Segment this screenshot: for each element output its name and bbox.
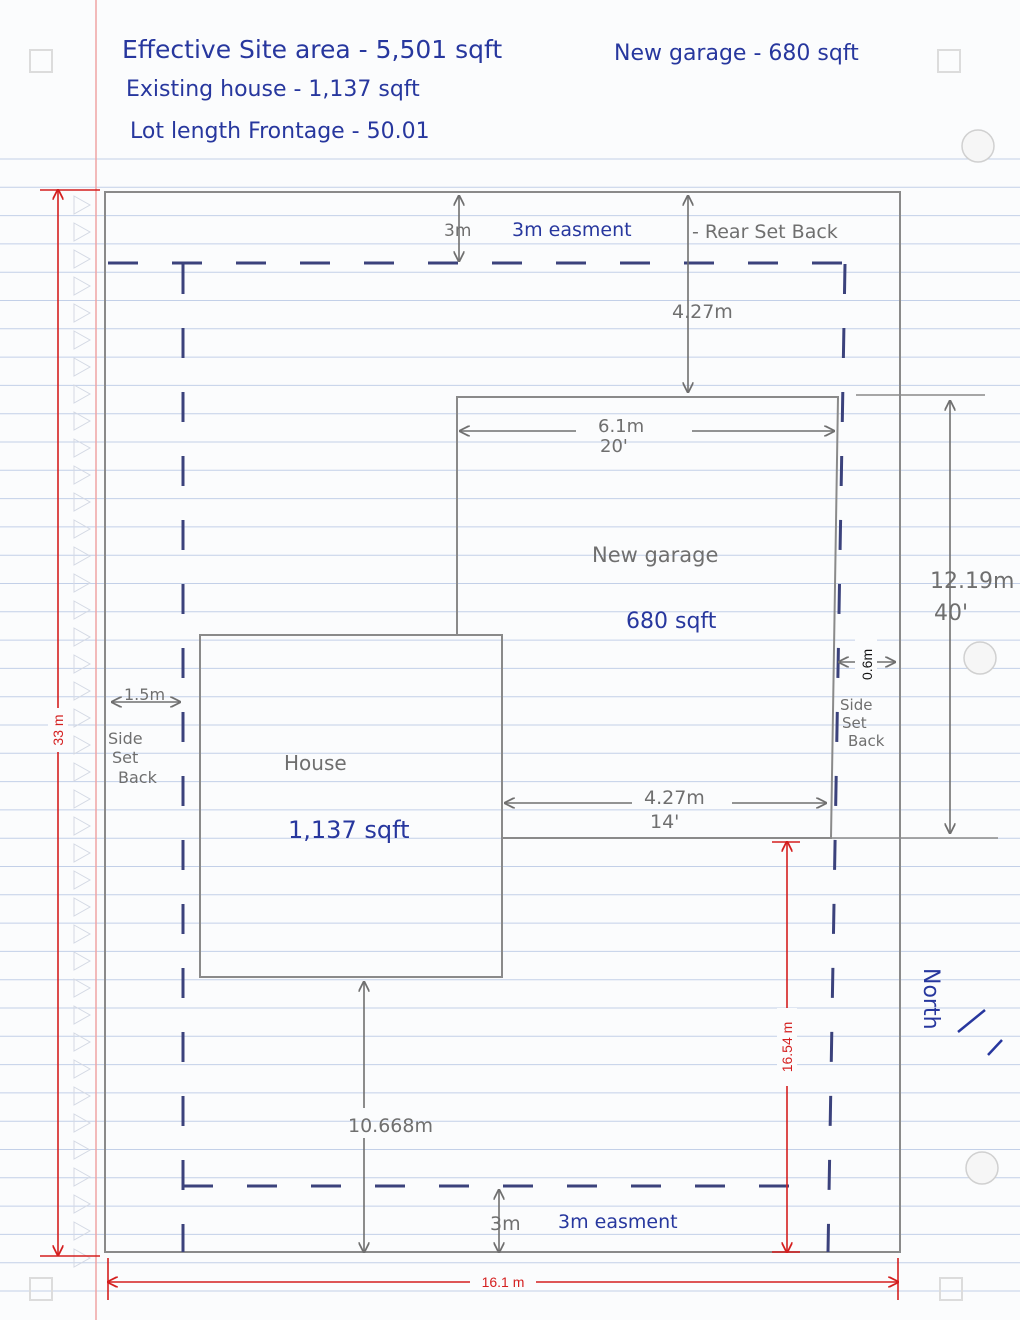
house-outline [199, 634, 503, 978]
header-site-area: Effective Site area - 5,501 sqft [122, 35, 502, 64]
garage-width-m: 6.1m [598, 416, 644, 437]
left-set-label: Set [112, 748, 138, 767]
garage-outline [456, 396, 840, 839]
gap-dim-ft: 14' [650, 811, 679, 833]
garage-to-front-label: 16.54 m [779, 1022, 795, 1073]
ruled-lines [0, 158, 1020, 1292]
left-setback-dim: 1.5m [124, 685, 165, 704]
right-side-label: Side [840, 696, 872, 714]
binder-triangles [73, 195, 92, 1268]
rear-setback-dim: 4.27m [672, 301, 733, 323]
right-set-label: Set [842, 714, 867, 732]
front-easement-dim: 3m [490, 1213, 521, 1235]
corner-marks [29, 49, 963, 1301]
garage-width-ft: 20' [600, 436, 628, 457]
rear-easement-label: 3m easment [512, 219, 632, 241]
header-new-garage: New garage - 680 sqft [614, 41, 859, 66]
right-back-label: Back [848, 732, 885, 750]
rear-easement-dim: 3m [444, 221, 471, 241]
garage-area: 680 sqft [626, 609, 717, 634]
right-setback-dim: 0.6m [859, 649, 875, 680]
header-existing-house: Existing house - 1,137 sqft [126, 77, 420, 102]
garage-name: New garage [592, 543, 718, 567]
house-area: 1,137 sqft [288, 816, 410, 844]
lot-depth-label: 33 m [50, 714, 66, 745]
setback-lines [108, 261, 862, 1253]
garage-depth-ft: 40' [934, 601, 968, 626]
gap-dim-m: 4.27m [644, 787, 705, 809]
rear-setback-label: - Rear Set Back [692, 221, 838, 243]
house-name: House [284, 751, 347, 775]
front-easement-label: 3m easment [558, 1211, 678, 1233]
lot-width-label: 16.1 m [482, 1274, 525, 1290]
red-dimension-lines [40, 190, 898, 1300]
header-frontage: Lot length Frontage - 50.01 [130, 119, 430, 144]
punch-holes [961, 129, 999, 1185]
north-arrow-icon [957, 1009, 1003, 1056]
front-setback-dim: 10.668m [348, 1115, 433, 1137]
left-back-label: Back [118, 768, 158, 787]
garage-depth-m: 12.19m [930, 569, 1014, 594]
dimension-arrows [112, 196, 950, 1252]
left-side-label: Side [108, 729, 143, 748]
north-label: North [918, 968, 943, 1030]
right-setback-line [826, 263, 847, 1253]
